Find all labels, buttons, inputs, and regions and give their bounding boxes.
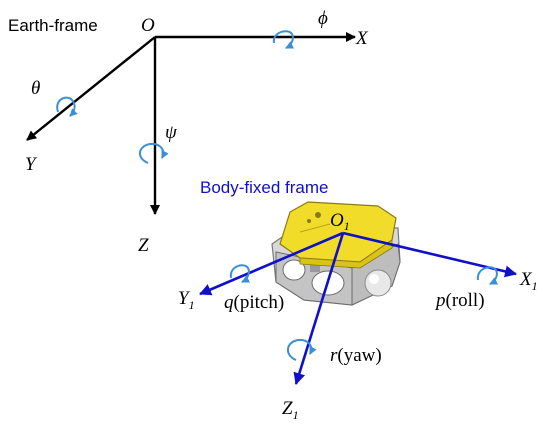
earth-origin-label: O	[141, 15, 155, 36]
body-y-label: Y1	[178, 288, 195, 312]
earth-roll-rotation-icon	[272, 30, 295, 49]
earth-yaw-angle-label: ψ	[165, 122, 178, 143]
body-pitch-label: q(pitch)	[224, 292, 284, 313]
body-frame-title: Body-fixed frame	[200, 178, 329, 197]
earth-yaw-rotation-icon	[139, 142, 169, 164]
body-z-axis	[293, 232, 345, 385]
body-x-label: X1	[519, 269, 538, 293]
body-y-axis	[199, 231, 344, 296]
earth-pitch-angle-label: θ	[31, 78, 40, 99]
earth-y-axis	[26, 36, 156, 141]
body-yaw-rotation-icon	[287, 338, 317, 361]
earth-frame: Earth-frame O X Y Z ϕ θ ψ	[8, 8, 369, 256]
earth-x-label: X	[355, 28, 369, 49]
body-pitch-rotation-icon	[229, 264, 251, 283]
body-roll-label: p(roll)	[434, 290, 485, 311]
earth-z-label: Z	[138, 235, 149, 256]
earth-frame-title: Earth-frame	[8, 16, 98, 35]
body-roll-rotation-icon	[476, 266, 499, 285]
body-origin-label: O1	[330, 210, 350, 233]
earth-roll-angle-label: ϕ	[318, 8, 328, 29]
body-z-label: Z1	[282, 398, 299, 422]
earth-y-label: Y	[25, 154, 38, 175]
body-yaw-label: r(yaw)	[330, 345, 382, 366]
earth-pitch-rotation-icon	[56, 96, 78, 117]
body-fixed-frame: Body-fixed frame O1 X1 Y1 Z1 p(roll) q(p…	[178, 178, 538, 422]
